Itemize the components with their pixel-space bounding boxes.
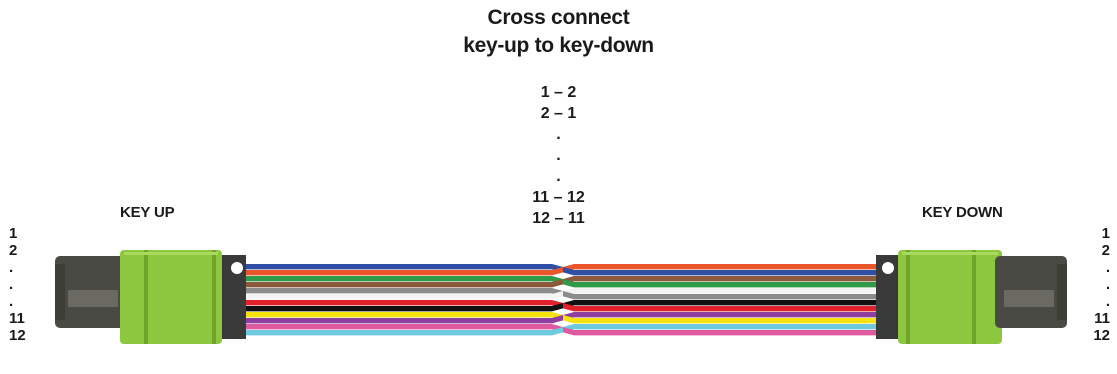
key-down-label: KEY DOWN [922,204,1003,221]
position-label: . [9,259,14,276]
right-boot-edge [1057,264,1067,320]
position-label: . [9,276,14,293]
fiber-blue-left [244,264,563,273]
fiber-red-left [244,300,563,309]
pair-line: 11 – 12 [532,189,585,206]
position-label: 2 [1101,242,1110,259]
position-label: 2 [9,242,18,259]
left-housing [120,250,222,344]
fiber-aqua-left [244,327,563,336]
position-label: 12 [9,327,26,344]
position-label: . [1105,259,1110,276]
position-label: 11 [9,310,25,327]
position-label: . [1105,293,1110,310]
fiber-aqua-right [563,324,880,333]
left-fiber-positions: 1 2 . . . 11 12 [9,225,26,344]
pair-line: . [556,168,561,185]
right-fiber-bundle [563,264,880,336]
fiber-black-right [563,300,880,309]
right-housing-band [906,250,910,344]
key-up-label: KEY UP [120,204,175,221]
right-housing [898,250,1002,344]
left-housing-top-ridge [124,252,218,255]
fiber-rose-left [244,324,563,333]
position-label: 1 [1101,225,1110,242]
fiber-yellow-left [244,312,563,321]
left-fiber-bundle [244,264,563,336]
fiber-rose-right [563,327,880,336]
fiber-violet-right [563,312,880,321]
fiber-violet-left [244,315,563,324]
fiber-slate-left [244,288,563,297]
fiber-green-right [563,279,880,288]
fiber-green-left [244,276,563,285]
right-housing-top-ridge [902,252,998,255]
pair-line: . [556,126,561,143]
pair-line: 1 – 2 [540,84,577,101]
fiber-white-right [563,288,880,297]
fiber-brown-right [563,276,880,285]
fiber-orange-left [244,267,563,276]
fiber-black-left [244,303,563,312]
left-boot-insert [68,290,118,307]
diagram-title-line1: Cross connect [487,6,630,29]
pair-line: . [556,147,561,164]
position-label: . [9,293,14,310]
pair-line: 2 – 1 [540,105,577,122]
diagram-title-line2: key-up to key-down [463,34,654,57]
fiber-brown-left [244,279,563,288]
pair-mapping-list: 1 – 2 2 – 1 . . . 11 – 12 12 – 11 [0,82,1117,229]
position-label: 12 [1093,327,1110,344]
right-boot-insert [1004,290,1054,307]
position-label: . [1105,276,1110,293]
fiber-white-left [244,291,563,300]
right-key-pin-icon [882,262,894,274]
right-fiber-positions: 1 2 . . . 11 12 [1092,225,1110,344]
fiber-yellow-right [563,315,880,324]
left-housing-band [212,250,216,344]
right-mpo-connector [876,250,1067,344]
fiber-blue-right [563,267,880,276]
fiber-red-right [563,303,880,312]
fiber-orange-right [563,264,880,273]
fiber-slate-right [563,291,880,300]
position-label: 1 [9,225,18,242]
left-housing-band [144,250,148,344]
right-housing-band [972,250,976,344]
pair-line: 12 – 11 [532,210,585,227]
left-mpo-connector [55,250,246,344]
position-label: 11 [1094,310,1110,327]
left-key-pin-icon [231,262,243,274]
left-boot-edge [55,264,65,320]
